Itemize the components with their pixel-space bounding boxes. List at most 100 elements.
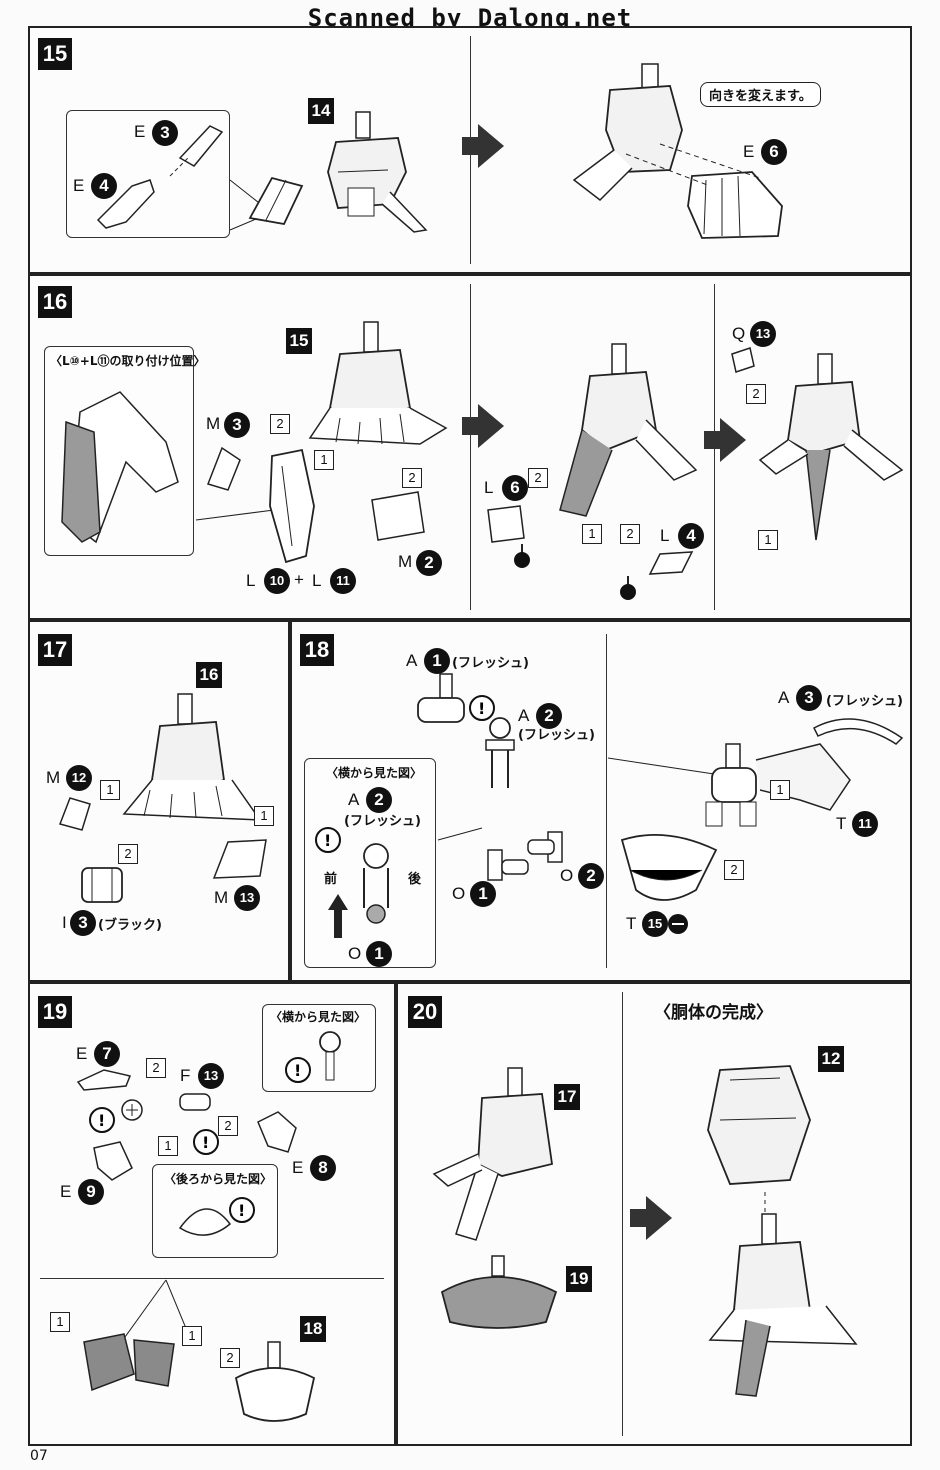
part-l6-number: 6 (502, 475, 528, 501)
step-18-divider (606, 634, 607, 968)
part-m2-letter: M (398, 552, 413, 571)
part-q13-drawing (731, 347, 755, 373)
step-19-base-drawing (234, 1341, 316, 1422)
part-m13-number: 13 (234, 885, 260, 911)
step-18-side-a-note: (フレッシュ) (344, 814, 421, 829)
step-15-number: 15 (38, 38, 72, 70)
step-16-final-torso (758, 353, 904, 541)
step-arrow-icon (704, 418, 746, 462)
part-m3-number: 3 (224, 412, 250, 438)
part-o2-drawing (527, 831, 563, 863)
part-l4-drawing (648, 551, 694, 575)
part-i3-letter: I (62, 913, 67, 932)
step-17-order-b: 1 (254, 806, 274, 826)
part-l4-number: 4 (678, 523, 704, 549)
step-18-number: 18 (300, 634, 334, 666)
step-19-ref-18: 18 (300, 1316, 326, 1342)
step-16-mid-torso (559, 343, 698, 517)
step-19-number: 19 (38, 996, 72, 1028)
svg-text:!: ! (202, 1133, 209, 1152)
part-e9-drawing (93, 1141, 133, 1181)
part-m3-letter: M (206, 414, 221, 433)
step-19-back-view-title: 〈後ろから見た図〉 (164, 1172, 273, 1186)
part-e8-letter: E (292, 1158, 304, 1177)
part-m12-drawing (59, 797, 91, 831)
step-16-detail-drawing (61, 391, 179, 544)
caution-icon: ! (193, 1129, 219, 1155)
part-a1-number: 1 (424, 648, 450, 674)
step-19-side-view-box (262, 1004, 376, 1092)
part-o2-letter: O (560, 866, 574, 885)
caution-icon: ! (469, 695, 495, 721)
step-16-ref-15: 15 (286, 328, 312, 354)
part-f13-number: 13 (198, 1063, 224, 1089)
step-15-ref-14: 14 (308, 98, 334, 124)
part-m3-drawing (207, 446, 241, 491)
step-18-side-view-drawing (363, 843, 389, 924)
step-16-divider-1 (470, 284, 471, 610)
part-o1-number: 1 (470, 881, 496, 907)
cement-icon (514, 544, 530, 568)
caution-icon: ! (315, 827, 341, 853)
part-a1-drawing (417, 673, 465, 723)
part-t15-number: 15 (642, 911, 668, 937)
svg-text:!: ! (238, 1201, 245, 1220)
part-a2-note: (フレッシュ) (518, 728, 595, 743)
step-18-side-o-number: 1 (366, 941, 392, 967)
part-e6-number: 6 (761, 139, 787, 165)
part-i3-number: 3 (70, 910, 96, 936)
step-arrow-icon (630, 1196, 672, 1240)
part-i3-note: (ブラック) (98, 918, 162, 933)
cement-icon (668, 914, 688, 934)
part-t11-letter: T (836, 814, 847, 833)
step-17-order-a: 1 (100, 780, 120, 800)
step-20-chest-drawing (707, 1065, 811, 1185)
part-e9-number: 9 (78, 1179, 104, 1205)
part-f13-drawing (179, 1093, 211, 1111)
step-19-order-b: 1 (158, 1136, 178, 1156)
step-18-back-label: 後 (408, 872, 422, 887)
step-15-attach-guides (625, 143, 761, 187)
step-19-divider (40, 1278, 384, 1279)
cement-icon (620, 576, 636, 600)
step-19-order-f: 2 (220, 1348, 240, 1368)
step-20-ref-19: 19 (566, 1266, 592, 1292)
step-18-side-view-title: 〈横から見た図〉 (326, 766, 423, 780)
part-m12-letter: M (46, 768, 61, 787)
step-15-subassembly-box (66, 110, 230, 238)
part-t11-number: 11 (852, 811, 878, 837)
step-16-detail-leader (195, 509, 275, 521)
part-f13-letter: F (180, 1066, 191, 1085)
part-e4-drawing (96, 179, 155, 229)
part-m12-number: 12 (66, 765, 92, 791)
step-18-side-a-letter: A (348, 790, 360, 809)
part-e7-letter: E (76, 1044, 88, 1063)
step-19-back-view-drawing (178, 1208, 232, 1236)
step-18-leader-to-right (607, 757, 715, 775)
part-t15-drawing (620, 833, 718, 901)
step-16-order-g: 2 (746, 384, 766, 404)
step-arrow-icon (462, 404, 504, 448)
svg-text:!: ! (478, 699, 485, 718)
step-18-order-a: 1 (770, 780, 790, 800)
part-m2-number: 2 (416, 550, 442, 576)
part-e8-number: 8 (310, 1155, 336, 1181)
step-20-complete-title: 〈胴体の完成〉 (654, 1003, 773, 1022)
part-a2-drawing (485, 717, 515, 788)
part-e3-letter: E (134, 122, 146, 141)
part-l6-letter: L (484, 478, 494, 497)
caution-icon: ! (229, 1197, 255, 1223)
part-e4-number: 4 (91, 173, 117, 199)
step-16-order-b: 1 (314, 450, 334, 470)
step-16-order-a: 2 (270, 414, 290, 434)
part-e3-drawing (169, 125, 224, 177)
part-a3-number: 3 (796, 685, 822, 711)
step-19-order-d: 1 (50, 1312, 70, 1332)
part-l11-letter: L (312, 571, 322, 590)
part-l4-letter: L (660, 526, 670, 545)
part-e6-letter: E (743, 142, 755, 161)
part-o1-drawing (487, 849, 529, 881)
step-20-ref-17: 17 (554, 1084, 580, 1110)
step-15-skirt-piece (248, 176, 304, 226)
step-20-lower-drawing (440, 1255, 558, 1329)
